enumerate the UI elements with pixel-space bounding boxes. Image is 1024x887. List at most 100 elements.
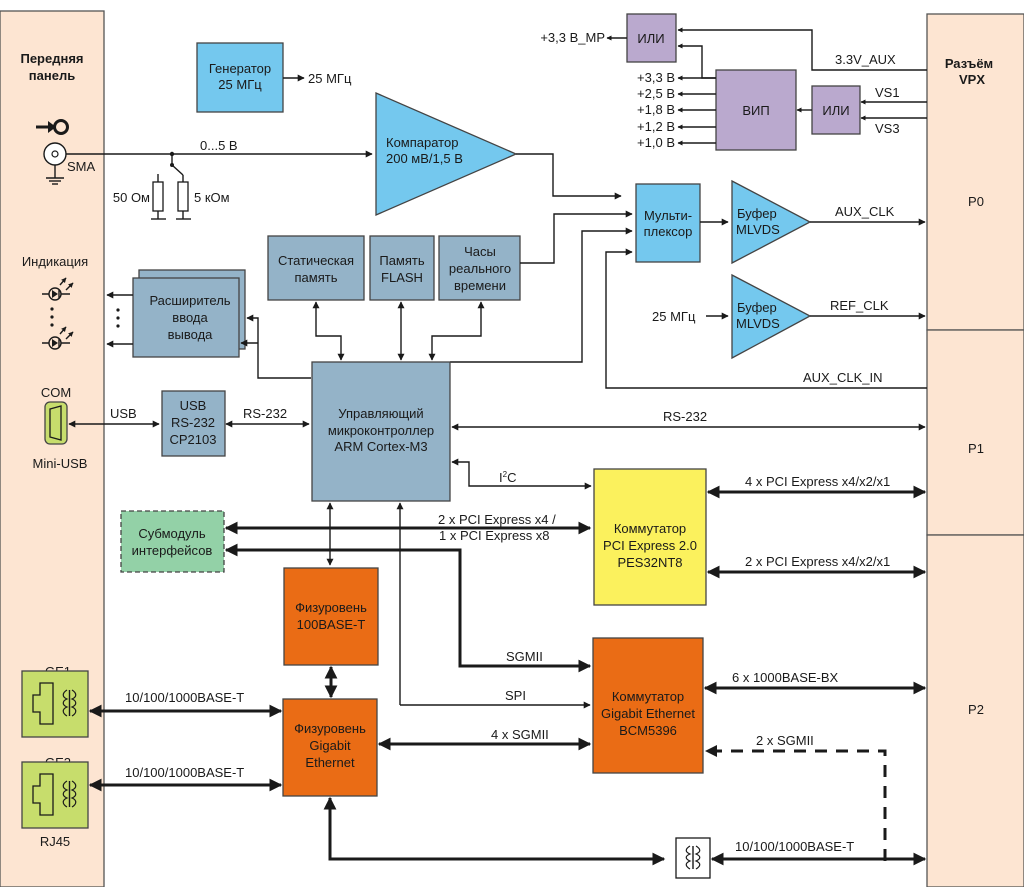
svg-text:времени: времени [454,278,506,293]
rtc-block[interactable]: Часы реального времени [438,235,521,301]
svg-text:Физуровень: Физуровень [295,600,367,615]
vpx-p0-label: P0 [968,194,984,209]
svg-text:Статическая: Статическая [278,253,354,268]
flash-block[interactable]: Память FLASH [369,235,435,301]
mini-usb-port-icon[interactable] [44,401,68,445]
svg-text:Мульти-: Мульти- [644,208,692,223]
svg-text:USB: USB [180,398,207,413]
vpx-p0 [926,13,1024,331]
svg-text:Субмодуль: Субмодуль [138,526,205,541]
resistor-50-icon [152,181,164,212]
gbe-switch-block[interactable]: Коммутатор Gigabit Ethernet BCM5396 [592,637,704,774]
com-label: COM [41,385,71,400]
v33-label: +3,3 В [637,70,675,85]
svg-text:Расширитель: Расширитель [149,293,230,308]
vpx-title-1: Разъём [945,56,993,71]
termination-switch [151,154,191,220]
or-gate-top[interactable]: ИЛИ [626,13,677,63]
svg-text:200 мВ/1,5 В: 200 мВ/1,5 В [386,151,463,166]
mlvds-buffer-ref[interactable]: Буфер MLVDS [731,273,812,360]
svg-text:ввода: ввода [172,310,208,325]
svg-text:25 МГц: 25 МГц [218,77,262,92]
ge2-link-label: 10/100/1000BASE-T [125,765,244,780]
vip-block[interactable]: ВИП [715,69,797,151]
r5k-label: 5 кОм [194,190,230,205]
svg-text:вывода: вывода [168,327,214,342]
or-gate-vs[interactable]: ИЛИ [811,85,861,135]
pcie-p2-label: 2 x PCI Express x4/x2/x1 [745,554,890,569]
svg-text:Коммутатор: Коммутатор [614,521,686,536]
ref-clk-label: REF_CLK [830,298,889,313]
sram-block[interactable]: Статическая память [267,235,365,301]
interface-submodule-block[interactable]: Субмодуль интерфейсов [120,510,225,573]
aux33-label: 3.3V_AUX [835,52,896,67]
phy-gigabit-block[interactable]: Физуровень Gigabit Ethernet [282,698,378,797]
svg-text:FLASH: FLASH [381,270,423,285]
vs3-label: VS3 [875,121,900,136]
v25-label: +2,5 В [637,86,675,101]
vpx-p1-label: P1 [968,441,984,456]
svg-text:MLVDS: MLVDS [736,222,780,237]
svg-text:BCM5396: BCM5396 [619,723,677,738]
sma-connector-icon[interactable] [43,142,67,166]
led-icon [42,277,74,301]
transformer-icon [62,780,77,808]
vpx-p1 [926,329,1024,536]
pcie-p1-label: 4 x PCI Express x4/x2/x1 [745,474,890,489]
rj45-port-ge1[interactable] [21,670,89,738]
v12-label: +1,2 В [637,119,675,134]
resistor-5k-icon [177,181,189,212]
phy-100base-t-block[interactable]: Физуровень 100BASE-T [283,567,379,666]
r50-label: 50 Ом [113,190,150,205]
vpx-p2-label: P2 [968,702,984,717]
svg-text:Gigabit Ethernet: Gigabit Ethernet [601,706,695,721]
rj45-port-ge2[interactable] [21,761,89,829]
ref-in-label: 25 МГц [652,309,696,324]
svg-text:ВИП: ВИП [742,103,769,118]
svg-text:ИЛИ: ИЛИ [822,103,849,118]
led-icon [42,326,74,350]
comparator-block[interactable]: Компаратор 200 мВ/1,5 В [375,92,518,216]
pcie-switch-block[interactable]: Коммутатор PCI Express 2.0 PES32NT8 [593,468,707,606]
svg-text:Gigabit: Gigabit [309,738,351,753]
svg-text:Ethernet: Ethernet [305,755,355,770]
rj45-label: RJ45 [40,834,70,849]
bx6-label: 6 x 1000BASE-BX [732,670,839,685]
io-expander-block[interactable]: Расширитель ввода вывода [132,269,246,358]
sma-range-label: 0...5 В [200,138,238,153]
p2-link-label: 10/100/1000BASE-T [735,839,854,854]
sma-label: SMA [67,159,96,174]
front-panel-title-1: Передняя [20,51,83,66]
spi-label: SPI [505,688,526,703]
rs232-b-label: RS-232 [663,409,707,424]
svg-text:ARM Cortex-M3: ARM Cortex-M3 [334,439,427,454]
pcie-sub-label-1: 2 x PCI Express x4 / [438,512,556,527]
ellipsis-dots [50,307,54,327]
vs1-label: VS1 [875,85,900,100]
pcie-sub-label-2: 1 x PCI Express x8 [439,528,550,543]
mlvds-buffer-aux[interactable]: Буфер MLVDS [731,179,812,265]
svg-text:ИЛИ: ИЛИ [637,31,664,46]
rs232-a-label: RS-232 [243,406,287,421]
svg-text:интерфейсов: интерфейсов [132,543,213,558]
svg-text:память: память [295,270,338,285]
svg-text:RS-232: RS-232 [171,415,215,430]
mcu-block[interactable]: Управляющий микроконтроллер ARM Cortex-M… [311,361,451,502]
sgmii4-label: 4 x SGMII [491,727,549,742]
svg-text:MLVDS: MLVDS [736,316,780,331]
vpx-title-2: VPX [959,72,985,87]
ground-icon [46,165,64,185]
v10-label: +1,0 В [637,135,675,150]
svg-text:PES32NT8: PES32NT8 [617,555,682,570]
multiplexer-block[interactable]: Мульти- плексор [635,183,701,263]
svg-text:Физуровень: Физуровень [294,721,366,736]
svg-text:Управляющий: Управляющий [338,406,423,421]
generator-block[interactable]: Генератор 25 МГц [196,42,284,113]
svg-text:реального: реального [449,261,511,276]
front-panel: Передняя панель SMA Индикация [0,10,105,887]
svg-text:Коммутатор: Коммутатор [612,689,684,704]
svg-text:100BASE-T: 100BASE-T [297,617,366,632]
aux-clk-in-label: AUX_CLK_IN [803,370,882,385]
usb-bridge-block[interactable]: USB RS-232 CP2103 [161,390,226,457]
